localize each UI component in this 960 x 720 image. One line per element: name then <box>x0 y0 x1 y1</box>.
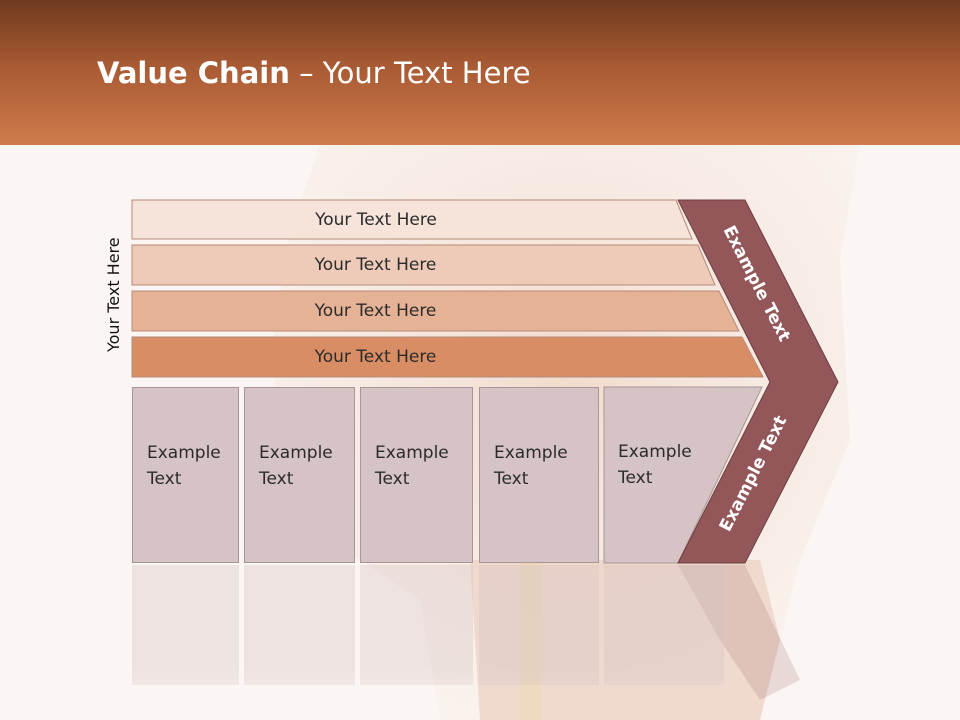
title-bold: Value Chain <box>97 56 290 90</box>
chevron-shape <box>677 199 839 564</box>
band-3: Your Text Here <box>132 291 739 331</box>
box-1-line1: Example <box>147 443 221 463</box>
activity-box-1: Example Text <box>132 387 239 563</box>
box-2-line1: Example <box>259 443 333 463</box>
header-bar <box>0 0 960 145</box>
band-4: Your Text Here <box>132 337 763 377</box>
box-4-line2: Text <box>494 469 529 489</box>
box-5-line1: Example <box>618 442 692 462</box>
box-4-line1: Example <box>494 443 568 463</box>
band-shape-1 <box>131 199 693 240</box>
band-shape-4 <box>131 336 764 378</box>
box-5-line2: Text <box>618 468 653 488</box>
activity-box-5: Example Text <box>604 387 692 563</box>
box-reflection-1 <box>132 565 239 685</box>
box-1-line2: Text <box>147 469 182 489</box>
activity-box-4: Example Text <box>479 387 599 563</box>
box-2-line2: Text <box>259 469 294 489</box>
band-label-2: Your Text Here <box>314 255 437 275</box>
activity-box-3: Example Text <box>360 387 473 563</box>
band-shape-2 <box>131 244 716 286</box>
box-reflection-2 <box>244 565 355 685</box>
chevron-reflection <box>678 565 800 700</box>
box-reflection-4 <box>479 565 599 685</box>
band-label-1: Your Text Here <box>315 209 437 230</box>
band-shape-3 <box>131 290 740 332</box>
box-3-line1: Example <box>375 443 449 463</box>
title-rest: – Your Text Here <box>289 56 531 90</box>
band-1: Your Text Here <box>132 200 692 239</box>
band-label-4: Your Text Here <box>314 347 437 367</box>
band-2: Your Text Here <box>132 245 715 285</box>
band-label-3: Your Text Here <box>314 301 437 321</box>
box-reflection-3 <box>360 565 473 685</box>
activity-box-2: Example Text <box>244 387 355 563</box>
box-reflection-5 <box>604 565 724 685</box>
slide-title: Value Chain – Your Text Here <box>97 56 531 90</box>
box-3-line2: Text <box>375 469 410 489</box>
